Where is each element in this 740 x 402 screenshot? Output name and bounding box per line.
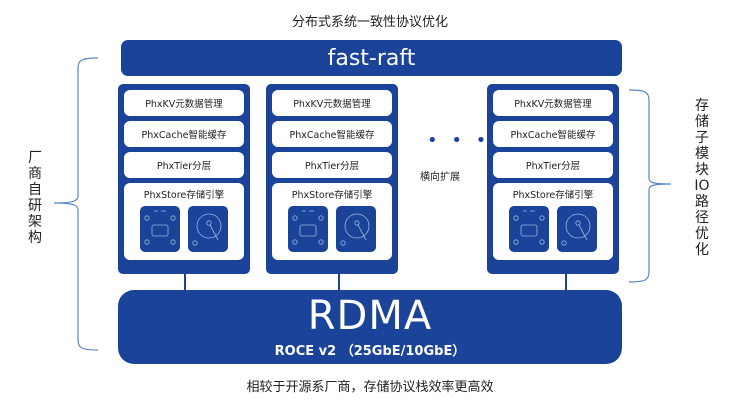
ssd-icon: [140, 206, 180, 252]
layer-phxcache: PhxCache智能缓存: [493, 121, 613, 147]
layer-phxkv: PhxKV元数据管理: [493, 90, 613, 116]
layer-phxcache: PhxCache智能缓存: [124, 121, 244, 147]
node-1-connector: [184, 274, 186, 291]
top-caption: 分布式系统一致性协议优化: [291, 15, 448, 30]
storage-node-3: PhxKV元数据管理 PhxCache智能缓存 PhxTier分层 PhxSto…: [487, 84, 619, 274]
layer-phxtier: PhxTier分层: [493, 152, 613, 178]
layer-phxstore: PhxStore存储引擎: [124, 183, 244, 260]
layer-phxtier: PhxTier分层: [124, 152, 244, 178]
rdma-layer: RDMA ROCE v2 （25GbE/10GbE）: [118, 290, 622, 364]
hdd-icon: [557, 206, 597, 252]
layer-phxstore: PhxStore存储引擎: [272, 183, 392, 260]
layer-phxstore: PhxStore存储引擎: [493, 183, 613, 260]
right-brace: [628, 89, 672, 283]
phxstore-label: PhxStore存储引擎: [143, 190, 225, 201]
node-3-connector: [565, 274, 567, 291]
right-brace-label: 存储子模块IO路径优化: [694, 98, 710, 258]
storage-node-2: PhxKV元数据管理 PhxCache智能缓存 PhxTier分层 PhxSto…: [266, 84, 398, 274]
phxstore-label: PhxStore存储引擎: [512, 190, 594, 201]
fast-raft-layer: fast-raft: [121, 40, 622, 76]
ellipsis-icon: • • •: [427, 130, 491, 151]
layer-phxcache: PhxCache智能缓存: [272, 121, 392, 147]
left-brace-label: 厂商自研架构: [28, 150, 42, 246]
bottom-caption: 相较于开源系厂商，存储协议栈效率更高效: [246, 380, 494, 395]
phxstore-label: PhxStore存储引擎: [291, 190, 373, 201]
ssd-icon: [288, 206, 328, 252]
layer-phxkv: PhxKV元数据管理: [124, 90, 244, 116]
rdma-subtitle: ROCE v2 （25GbE/10GbE）: [274, 344, 466, 359]
hdd-icon: [336, 206, 376, 252]
layer-phxtier: PhxTier分层: [272, 152, 392, 178]
left-brace: [53, 57, 99, 351]
storage-node-1: PhxKV元数据管理 PhxCache智能缓存 PhxTier分层 PhxSto…: [118, 84, 250, 274]
scale-out-label: 横向扩展: [420, 172, 460, 183]
ssd-icon: [509, 206, 549, 252]
rdma-title: RDMA: [307, 293, 433, 339]
node-2-connector: [338, 274, 340, 291]
layer-phxkv: PhxKV元数据管理: [272, 90, 392, 116]
fast-raft-label: fast-raft: [327, 45, 416, 71]
hdd-icon: [188, 206, 228, 252]
